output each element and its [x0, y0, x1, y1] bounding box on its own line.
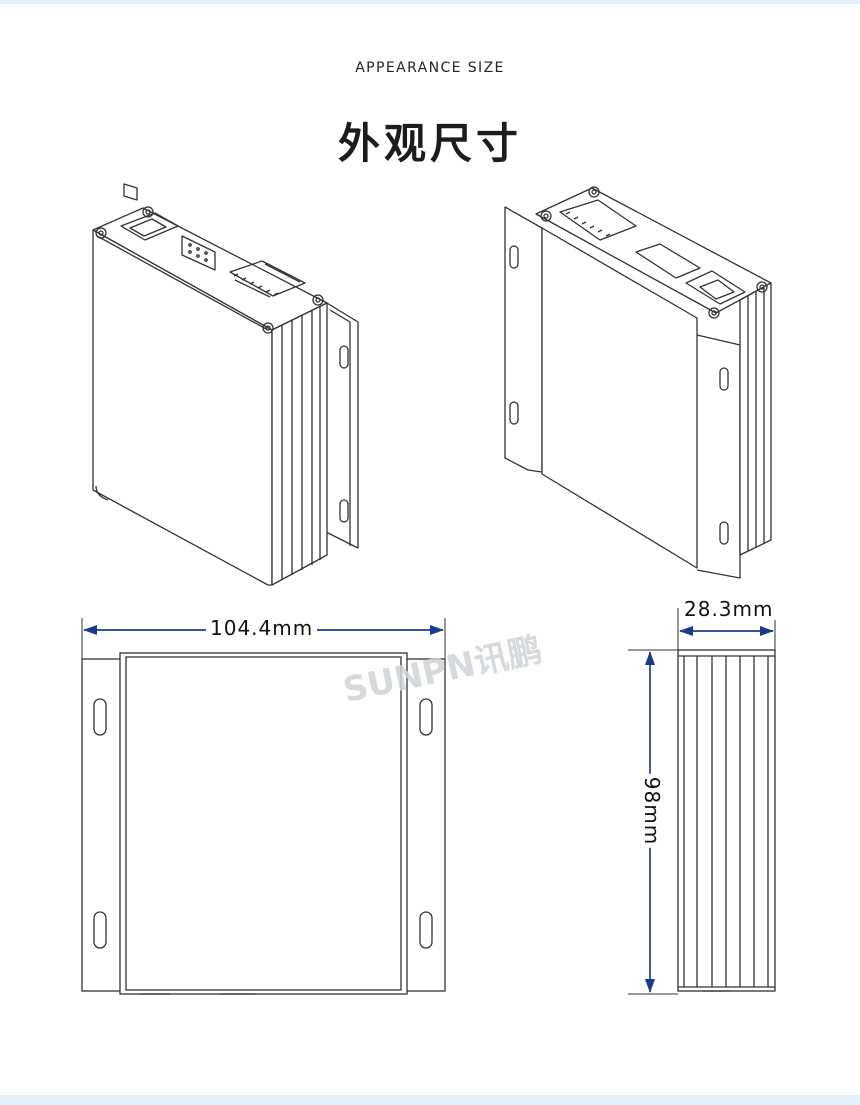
- isometric-view-front: [92, 183, 359, 586]
- section-subtitle: APPEARANCE SIZE: [355, 60, 505, 76]
- bottom-band: [0, 1095, 860, 1105]
- front-view-outline: [81, 652, 446, 995]
- side-view-outline: [677, 649, 776, 992]
- height-dimension-label: 98mm: [640, 773, 664, 849]
- depth-dimension-label: 28.3mm: [682, 597, 776, 621]
- top-band: [0, 0, 860, 4]
- isometric-view-rear: [504, 186, 772, 579]
- width-dimension-label: 104.4mm: [206, 617, 318, 639]
- section-title: 外观尺寸: [337, 119, 522, 168]
